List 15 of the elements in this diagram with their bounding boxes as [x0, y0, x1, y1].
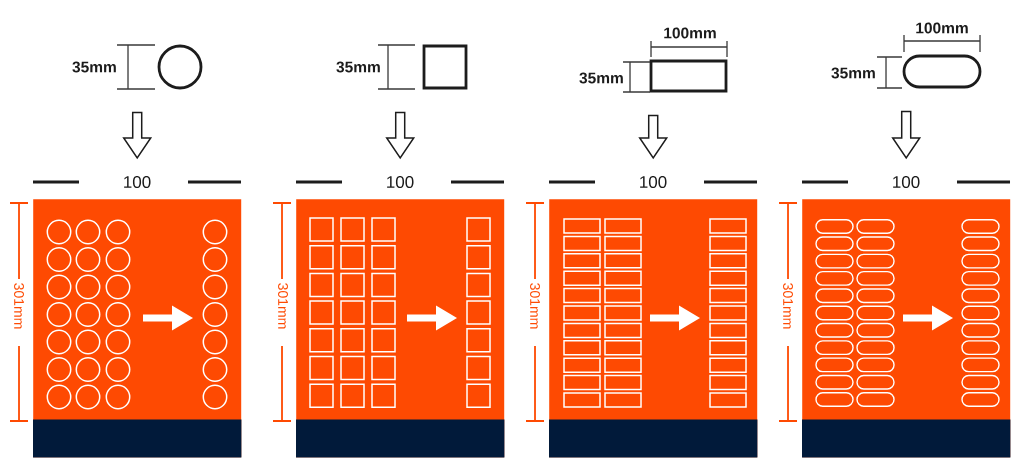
panel	[802, 199, 1011, 458]
capsule-outline	[902, 54, 982, 89]
panel	[296, 199, 505, 458]
dimension-label: 301mm	[783, 283, 793, 329]
panel	[33, 199, 242, 458]
dimension-label: 301mm	[530, 283, 540, 329]
hollow-arrow	[122, 111, 153, 160]
dimension-label: 35mm	[579, 72, 623, 84]
circle-outline	[157, 44, 203, 90]
hollow-arrow	[385, 111, 416, 160]
dimension-label: 35mm	[831, 67, 875, 79]
hollow-arrow	[891, 110, 922, 160]
square-outline	[422, 44, 468, 90]
hollow-arrow	[638, 114, 669, 160]
rectangle-outline	[649, 59, 728, 93]
